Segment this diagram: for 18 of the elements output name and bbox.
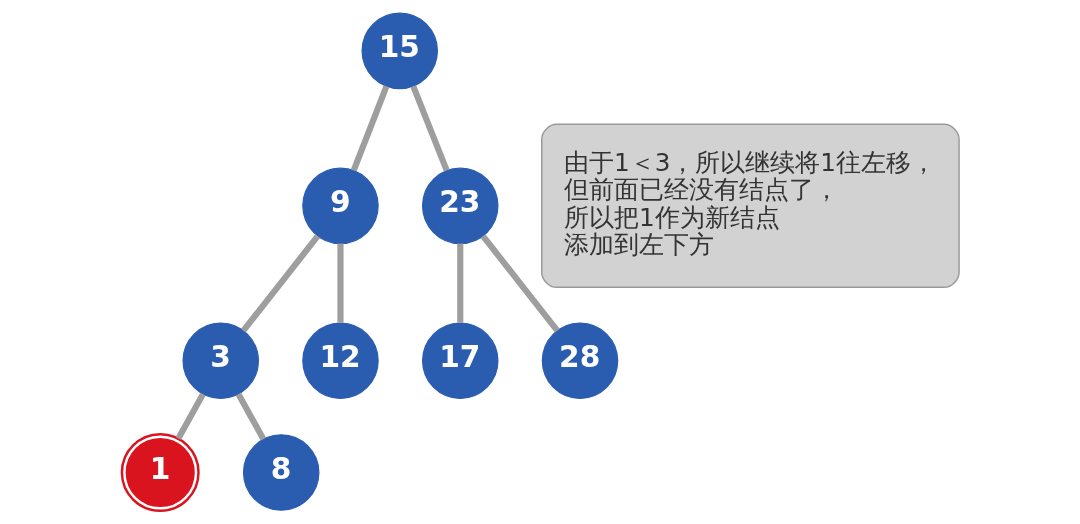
- connector: [175, 392, 206, 441]
- node-circle: 28: [541, 322, 618, 400]
- node-circle: 1: [120, 433, 200, 513]
- node-circle: 23: [421, 167, 498, 245]
- node-box: 由于1＜3，所以继续将1往左移，但前面已经没有结点了，所以把1作为新结点添加到左下方: [540, 123, 960, 289]
- connector: [235, 392, 266, 441]
- node-circle: 15: [360, 12, 438, 90]
- connector: [409, 85, 450, 172]
- connector: [456, 243, 463, 323]
- node-circle: 12: [301, 322, 379, 400]
- node-circle: 8: [242, 434, 319, 511]
- node-circle: 3: [181, 322, 259, 400]
- connector: [240, 234, 320, 333]
- connector: [480, 234, 560, 333]
- node-circle: 17: [421, 322, 498, 400]
- node-circle: 9: [301, 167, 379, 245]
- connector: [336, 243, 344, 323]
- connector: [350, 85, 389, 172]
